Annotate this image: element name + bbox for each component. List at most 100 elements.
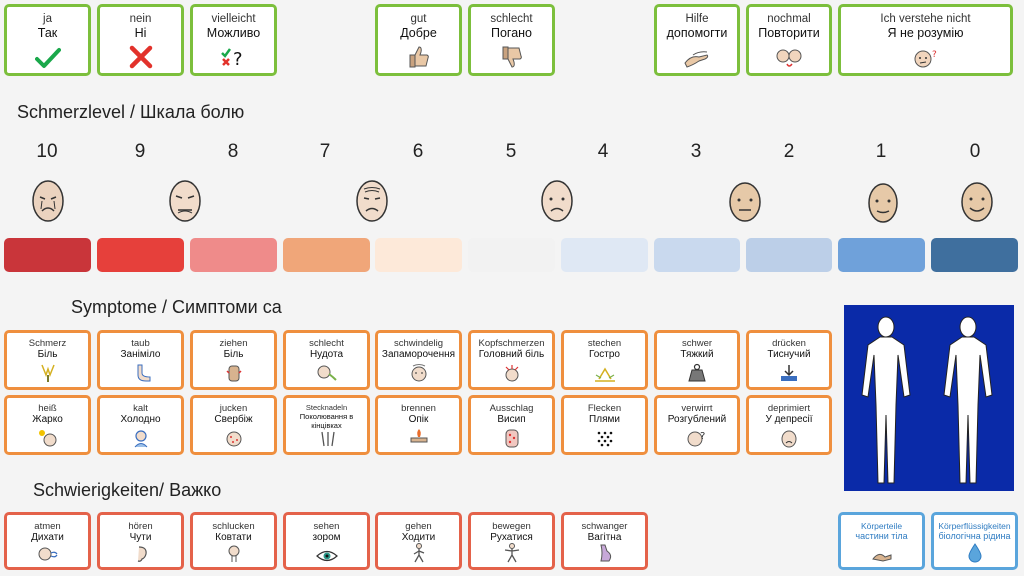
good-card[interactable]: gut Добре <box>375 4 462 76</box>
pain-level-6: 6 <box>412 141 424 162</box>
pain-icon <box>7 361 88 383</box>
body-figure-image[interactable] <box>844 305 1014 491</box>
pain-level-5: 5 <box>505 141 517 162</box>
pain-level-7: 7 <box>319 141 331 162</box>
confused-face-icon: ? <box>841 43 1010 69</box>
rash-icon <box>471 426 552 448</box>
not-understand-card[interactable]: Ich verstehe nicht Я не розумію ? <box>838 4 1013 76</box>
pins-needles-icon <box>286 426 367 448</box>
help-hands-icon <box>657 43 737 69</box>
pain-bar-9[interactable] <box>97 238 184 272</box>
hot-icon <box>7 426 88 448</box>
repeat-icon <box>749 43 829 69</box>
cross-icon <box>100 43 181 69</box>
thumbs-up-icon <box>378 43 459 69</box>
itch-icon <box>193 426 274 448</box>
weight-icon <box>657 361 737 383</box>
svg-text:?: ? <box>932 50 937 60</box>
headache-icon <box>471 361 552 383</box>
repeat-card[interactable]: nochmal Повторити <box>746 4 832 76</box>
pain-bar-0[interactable] <box>931 238 1018 272</box>
pain-level-9: 9 <box>134 141 146 162</box>
numb-foot-icon <box>100 361 181 383</box>
pain-level-0: 0 <box>969 141 981 162</box>
face-sad-icon[interactable] <box>540 179 574 228</box>
confused-icon: ? <box>657 426 737 448</box>
pain-bar-2[interactable] <box>746 238 832 272</box>
burn-icon <box>378 426 459 448</box>
face-neutral-icon[interactable] <box>728 181 762 228</box>
pain-bar-5[interactable] <box>468 238 555 272</box>
pain-level-1: 1 <box>875 141 887 162</box>
check-icon <box>7 43 88 69</box>
pain-bar-8[interactable] <box>190 238 277 272</box>
face-happy-icon[interactable] <box>960 181 994 228</box>
bad-card[interactable]: schlecht Погано <box>468 4 555 76</box>
thumbs-down-icon <box>471 43 552 69</box>
cold-icon <box>100 426 181 448</box>
no-card[interactable]: nein Ні <box>97 4 184 76</box>
pain-bar-3[interactable] <box>654 238 740 272</box>
pregnant-icon <box>564 541 645 563</box>
walk-icon <box>378 541 459 563</box>
pain-level-8: 8 <box>227 141 239 162</box>
pain-scale-heading: Schmerzlevel / Шкала болю <box>17 102 245 122</box>
pain-bar-4[interactable] <box>561 238 648 272</box>
yes-card[interactable]: ja Так <box>4 4 91 76</box>
pain-level-4: 4 <box>597 141 609 162</box>
symptoms-heading: Symptome / Симптоми са <box>71 297 282 317</box>
pain-bar-7[interactable] <box>283 238 370 272</box>
difficulties-heading: Schwierigkeiten/ Важко <box>33 480 222 500</box>
move-icon <box>471 541 552 563</box>
face-slight-smile-icon[interactable] <box>867 182 899 229</box>
hear-icon <box>100 541 181 563</box>
pain-bar-1[interactable] <box>838 238 925 272</box>
help-card[interactable]: Hilfe допомогти <box>654 4 740 76</box>
maybe-icon: ? <box>193 43 274 69</box>
face-crying-icon[interactable] <box>31 179 65 228</box>
face-worried-icon[interactable] <box>355 179 389 228</box>
drop-icon <box>934 537 1015 563</box>
pressing-icon <box>749 361 829 383</box>
pain-bar-6[interactable] <box>375 238 462 272</box>
stabbing-icon <box>564 361 645 383</box>
nausea-icon <box>286 361 367 383</box>
pain-level-3: 3 <box>690 141 702 162</box>
breathe-icon <box>7 541 88 563</box>
eye-icon <box>286 541 367 563</box>
depressed-icon <box>749 426 829 448</box>
face-severe-pain-icon[interactable] <box>168 179 202 228</box>
maybe-card[interactable]: vielleicht Можливо ? <box>190 4 277 76</box>
body-parts-icon <box>841 537 922 563</box>
pain-bar-10[interactable] <box>4 238 91 272</box>
svg-text:?: ? <box>700 431 705 442</box>
swallow-icon <box>193 541 274 563</box>
